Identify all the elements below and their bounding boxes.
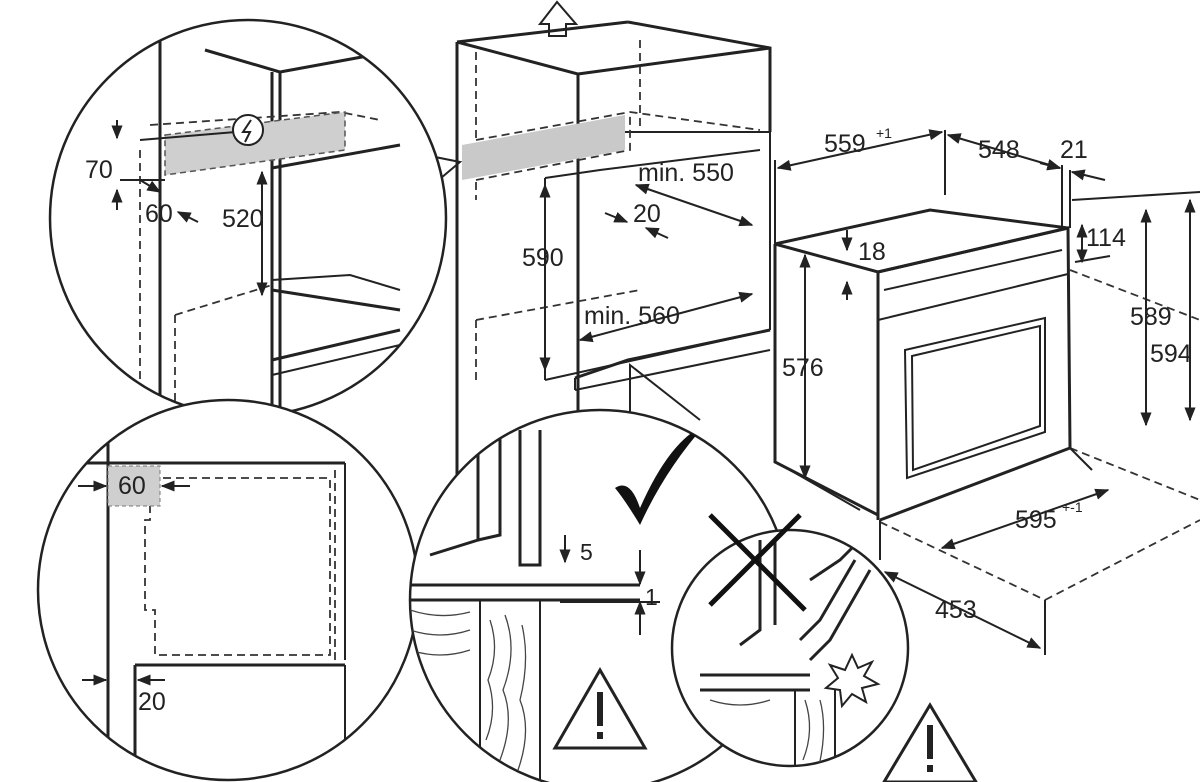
cross-icon xyxy=(708,513,807,612)
dim-min-550: min. 550 xyxy=(638,159,734,187)
dim-20: 20 xyxy=(633,200,661,228)
collision-icon xyxy=(823,652,881,709)
dim-gap-1: 1 xyxy=(645,584,658,610)
dim-590: 590 xyxy=(522,244,564,272)
warning-icon xyxy=(552,666,648,750)
dim-453: 453 xyxy=(935,596,977,624)
warning-icon xyxy=(882,702,978,782)
dim-70: 70 xyxy=(85,156,113,184)
electric-socket-icon xyxy=(232,114,264,146)
dim-21: 21 xyxy=(1060,136,1088,164)
dim-559: 559 xyxy=(824,130,866,158)
check-icon xyxy=(615,425,705,525)
dim-595-tolerance: +-1 xyxy=(1062,499,1083,515)
oven-drawing: 559 +1 548 21 18 114 589 594 576 595 +-1… xyxy=(773,125,1200,655)
dim-576: 576 xyxy=(782,354,824,382)
dim-589: 589 xyxy=(1130,303,1172,331)
dim-594: 594 xyxy=(1150,340,1192,368)
dim-side-60: 60 xyxy=(118,472,146,500)
dim-gap-5: 5 xyxy=(580,539,593,565)
cabinet-drawing: 590 min. 550 20 min. 560 xyxy=(455,0,772,490)
dim-595: 595 xyxy=(1015,506,1057,534)
dim-559-tolerance: +1 xyxy=(876,125,892,141)
dim-520: 520 xyxy=(222,205,264,233)
dim-18: 18 xyxy=(858,238,886,266)
callout-top-left: 70 60 520 xyxy=(48,18,463,418)
dim-min-560: min. 560 xyxy=(584,302,680,330)
dim-548: 548 xyxy=(978,136,1020,164)
dim-bottom-20: 20 xyxy=(138,688,166,716)
callout-bottom-left: 60 20 xyxy=(36,398,420,782)
dim-114: 114 xyxy=(1086,224,1126,252)
dim-60: 60 xyxy=(145,200,173,228)
